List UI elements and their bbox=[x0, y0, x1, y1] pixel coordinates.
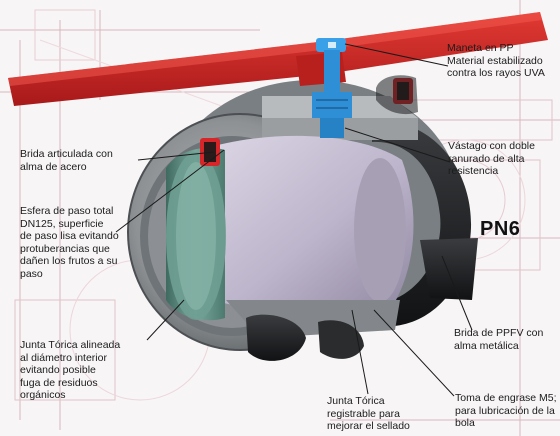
stem bbox=[312, 38, 352, 138]
leader-lines bbox=[115, 43, 473, 397]
label-brida-ppfv: Brida de PPFV con alma metálica bbox=[454, 327, 544, 352]
label-brida-articulada: Brida articulada con alma de acero bbox=[20, 148, 113, 173]
label-junta-alineada: Junta Tórica alineada al diámetro interi… bbox=[20, 339, 121, 402]
pressure-rating: PN6 bbox=[480, 218, 521, 240]
label-junta-registrable: Junta Tórica registrable para mejorar el… bbox=[327, 395, 410, 433]
label-toma-engrase: Toma de engrase M5; para lubricación de … bbox=[455, 392, 557, 430]
label-maneta: Maneta en PP Material estabilizado contr… bbox=[447, 42, 545, 80]
label-vastago: Vástago con doble ranurado de alta resis… bbox=[448, 140, 535, 178]
label-esfera: Esfera de paso total DN125, superficie d… bbox=[20, 205, 119, 280]
